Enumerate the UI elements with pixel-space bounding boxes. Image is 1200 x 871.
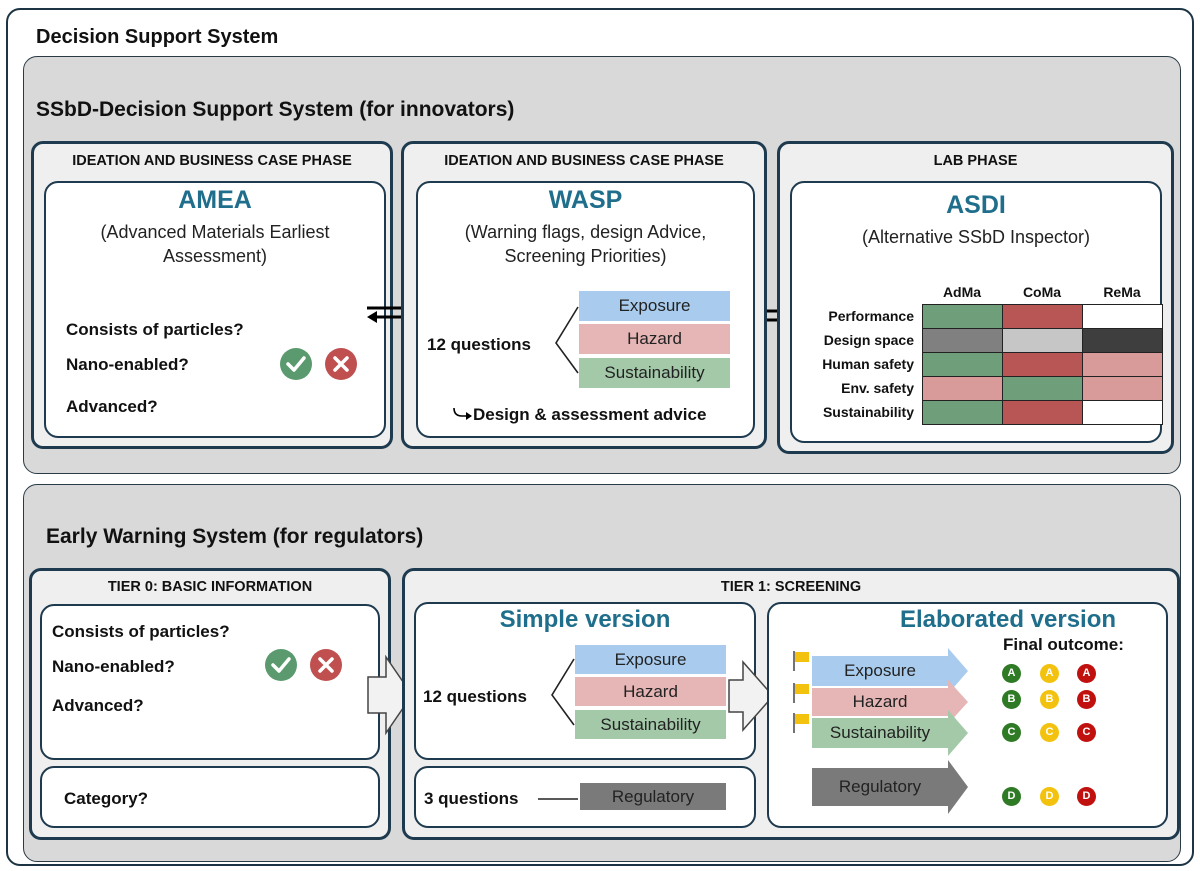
tier0-question-advanced: Advanced? <box>52 696 144 715</box>
asdi-matrix-cell <box>1082 304 1163 329</box>
connector-line <box>538 798 578 800</box>
tier0-question-particles: Consists of particles? <box>52 622 230 641</box>
tier0-category-card <box>40 766 380 828</box>
asdi-row-label: Performance <box>828 308 914 324</box>
flag-icon <box>793 713 809 733</box>
regulatory-questions-label: 3 questions <box>424 789 519 808</box>
elaborated-arrow-hazard <box>812 680 968 724</box>
amea-desc-line2: Assessment) <box>162 246 268 266</box>
tier0-phase-label: TIER 0: BASIC INFORMATION <box>107 579 313 595</box>
amea-question-nano: Nano-enabled? <box>66 355 189 374</box>
tier0-category: Category? <box>64 789 149 808</box>
simple-questions-label: 12 questions <box>423 687 527 706</box>
wasp-tool-name: WASP <box>548 186 623 214</box>
elaborated-arrow-label: Hazard <box>852 692 908 711</box>
asdi-column-label: CoMa <box>1022 284 1062 300</box>
asdi-matrix-cell <box>1002 376 1083 401</box>
asdi-matrix-cell <box>922 376 1003 401</box>
asdi-matrix-cell <box>1082 328 1163 353</box>
asdi-column-label: ReMa <box>1103 284 1141 300</box>
simple-version-title: Simple version <box>499 606 671 633</box>
outcome-badge: B <box>1002 690 1021 709</box>
elaborated-version-title: Elaborated version <box>899 606 1117 633</box>
elaborated-arrow-regulatory <box>812 760 968 814</box>
amea-card <box>44 181 386 438</box>
flag-icon <box>793 651 809 671</box>
asdi-matrix-cell <box>1082 352 1163 377</box>
cross-icon <box>325 348 357 380</box>
outcome-badge: C <box>1002 723 1021 742</box>
wasp-questions-label: 12 questions <box>427 335 531 354</box>
outcome-badge: C <box>1040 723 1059 742</box>
amea-question-advanced: Advanced? <box>66 397 158 416</box>
outcome-badge: A <box>1002 664 1021 683</box>
wasp-desc-line1: (Warning flags, design Advice, <box>464 222 707 242</box>
cross-icon <box>310 649 342 681</box>
outcome-badge: D <box>1002 787 1021 806</box>
amea-phase-label: IDEATION AND BUSINESS CASE PHASE <box>72 153 352 169</box>
asdi-matrix-cell <box>922 304 1003 329</box>
block-arrow-icon <box>367 654 413 736</box>
asdi-phase-label: LAB PHASE <box>933 153 1018 169</box>
flag-icon <box>793 683 809 703</box>
amea-tool-name: AMEA <box>178 186 252 214</box>
asdi-matrix-cell <box>922 352 1003 377</box>
wasp-desc-line2: Screening Priorities) <box>504 246 667 266</box>
ews-title: Early Warning System (for regulators) <box>46 525 424 548</box>
system-title: Decision Support System <box>36 26 279 48</box>
tier1-phase-label: TIER 1: SCREENING <box>720 579 862 595</box>
elaborated-arrow-label: Sustainability <box>829 723 931 742</box>
asdi-matrix-cell <box>1082 400 1163 425</box>
asdi-matrix-cell <box>1002 400 1083 425</box>
elaborated-arrow-sustainability <box>812 710 968 756</box>
asdi-row-label: Design space <box>823 332 914 348</box>
outcome-badge: A <box>1077 664 1096 683</box>
asdi-row-label: Human safety <box>822 356 914 372</box>
outcome-badge: B <box>1040 690 1059 709</box>
simple-tag-exposure: Exposure <box>575 645 726 674</box>
asdi-matrix-cell <box>1002 304 1083 329</box>
simple-tag-regulatory: Regulatory <box>580 783 726 810</box>
final-outcome-label: Final outcome: <box>1003 635 1124 654</box>
outcome-badge: D <box>1077 787 1096 806</box>
outcome-badge: A <box>1040 664 1059 683</box>
asdi-matrix-cell <box>1082 376 1163 401</box>
simple-tag-sustainability: Sustainability <box>575 710 726 739</box>
elaborated-arrow-label: Regulatory <box>838 777 922 796</box>
asdi-matrix-cell <box>922 400 1003 425</box>
outcome-badge: D <box>1040 787 1059 806</box>
simple-tag-hazard: Hazard <box>575 677 726 706</box>
asdi-desc: (Alternative SSbD Inspector) <box>861 227 1091 247</box>
asdi-matrix-cell <box>922 328 1003 353</box>
outcome-badge: B <box>1077 690 1096 709</box>
tier0-questions-card <box>40 604 380 760</box>
outcome-badge: C <box>1077 723 1096 742</box>
curved-arrow-icon <box>453 407 472 420</box>
wasp-tag-exposure: Exposure <box>579 291 730 321</box>
wasp-phase-label: IDEATION AND BUSINESS CASE PHASE <box>444 153 724 169</box>
ssbd-title: SSbD-Decision Support System (for innova… <box>36 98 515 121</box>
check-icon <box>280 348 312 380</box>
elaborated-arrow-label: Exposure <box>844 661 916 680</box>
asdi-matrix-cell <box>1002 352 1083 377</box>
elaborated-arrow-exposure <box>812 648 968 694</box>
amea-check-cross-icons <box>280 348 357 380</box>
asdi-row-label: Sustainability <box>822 404 914 420</box>
wasp-advice: Design & assessment advice <box>473 405 707 424</box>
brace-icon <box>551 658 575 726</box>
amea-desc-line1: (Advanced Materials Earliest <box>100 222 330 242</box>
asdi-matrix-cell <box>1002 328 1083 353</box>
amea-question-particles: Consists of particles? <box>66 320 244 339</box>
tier0-question-nano: Nano-enabled? <box>52 657 175 676</box>
check-icon <box>265 649 297 681</box>
tier0-check-cross-icons <box>265 649 342 681</box>
wasp-tag-sustainability: Sustainability <box>579 358 730 388</box>
brace-icon <box>555 306 579 374</box>
asdi-tool-name: ASDI <box>946 191 1006 219</box>
wasp-tag-hazard: Hazard <box>579 324 730 354</box>
asdi-column-label: AdMa <box>942 284 982 300</box>
block-arrow-icon <box>728 660 775 732</box>
asdi-row-label: Env. safety <box>841 380 914 396</box>
